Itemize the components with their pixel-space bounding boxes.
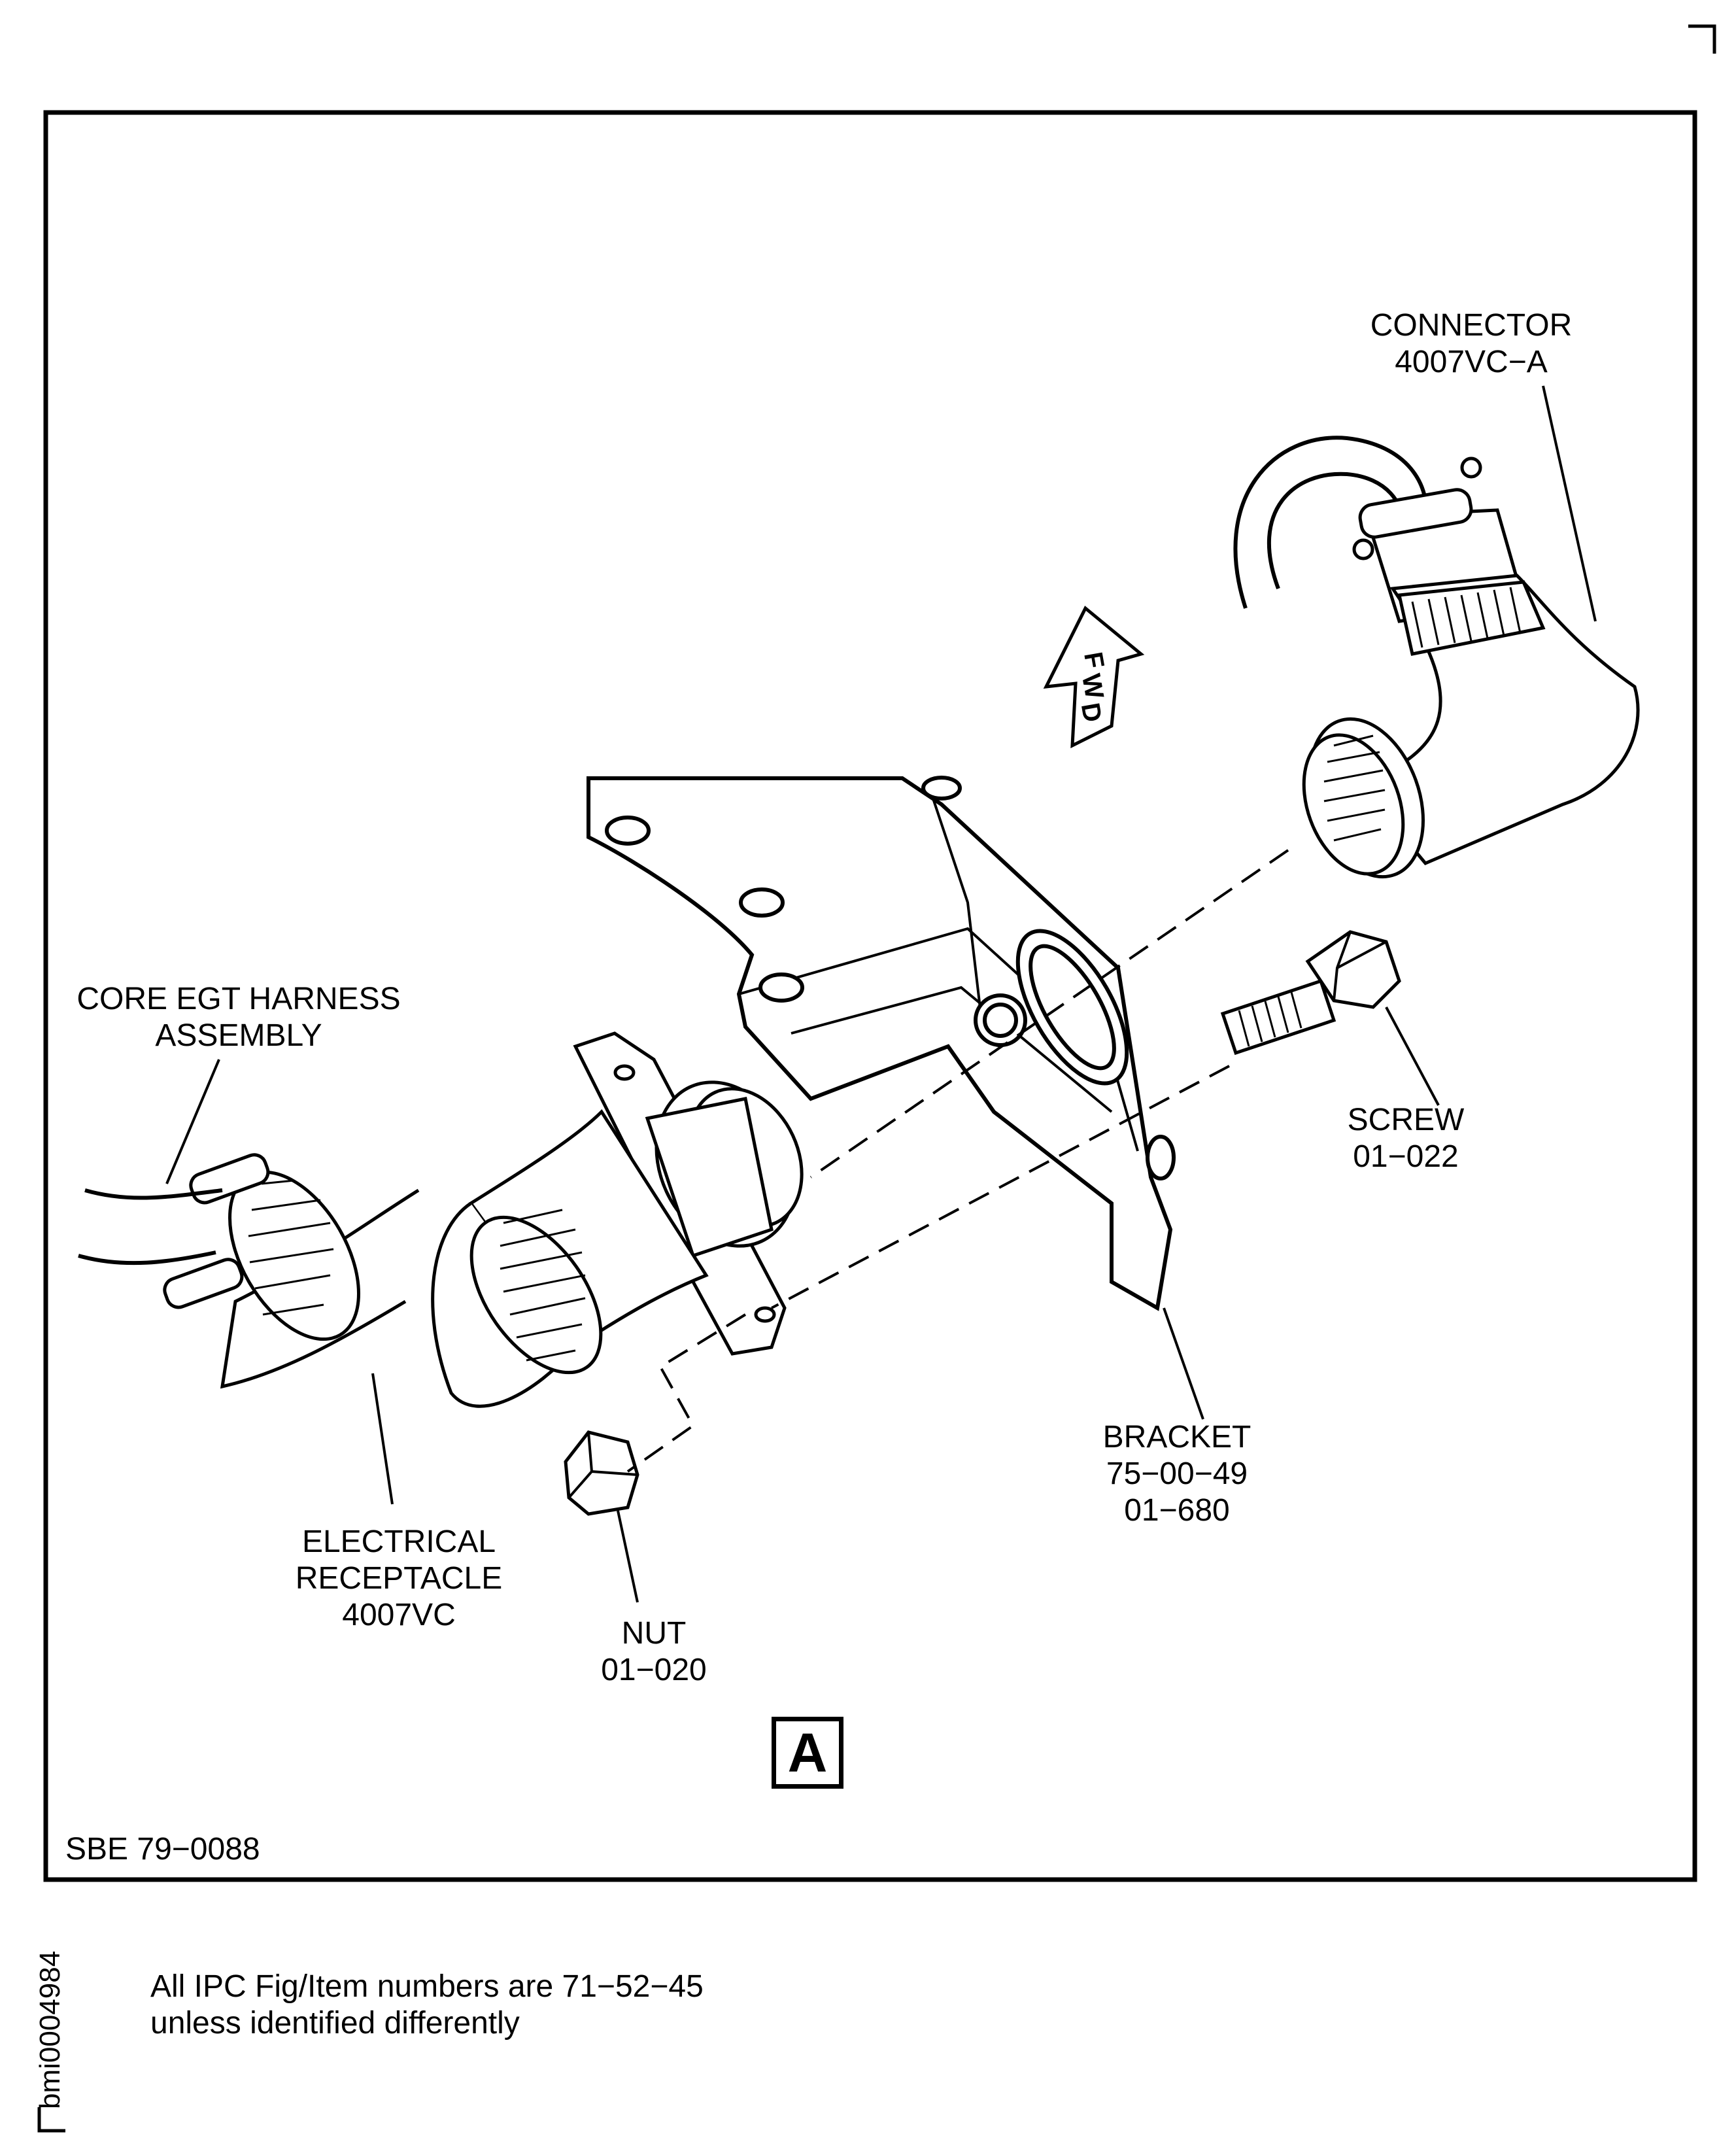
fwd-letter-w: W bbox=[1076, 672, 1109, 701]
nut-label-name: NUT bbox=[621, 1616, 687, 1651]
bracket-label-fig: 75−00−49 bbox=[1106, 1456, 1248, 1491]
view-letter-box: A bbox=[772, 1717, 843, 1789]
bracket-label: BRACKET 75−00−49 01−680 bbox=[1085, 1419, 1268, 1529]
alignment-lines bbox=[626, 849, 1289, 1473]
receptacle-label-part: 4007VC bbox=[342, 1598, 456, 1632]
screw-label-part: 01−022 bbox=[1353, 1139, 1459, 1174]
receptacle-drawing bbox=[78, 1031, 804, 1408]
leader-lines bbox=[165, 385, 1597, 1603]
nut-drawing bbox=[564, 1430, 639, 1516]
footnote: All IPC Fig/Item numbers are 71−52−45 un… bbox=[150, 1969, 704, 2042]
sbe-reference: SBE 79−0088 bbox=[65, 1832, 260, 1867]
side-reference-code: bmi0004984 bbox=[34, 1950, 66, 2109]
receptacle-label: ELECTRICAL RECEPTACLE 4007VC bbox=[275, 1524, 523, 1634]
receptacle-label-line1: ELECTRICAL bbox=[301, 1524, 496, 1559]
connector-drawing bbox=[1233, 436, 1640, 879]
view-letter: A bbox=[787, 1721, 828, 1783]
connector-label-part: 4007VC−A bbox=[1395, 345, 1548, 379]
bracket-label-name: BRACKET bbox=[1102, 1420, 1251, 1454]
harness-label-line1: CORE EGT HARNESS bbox=[77, 982, 401, 1016]
connector-label-name: CONNECTOR bbox=[1370, 308, 1573, 343]
screw-drawing bbox=[1220, 930, 1401, 1056]
harness-label-line2: ASSEMBLY bbox=[155, 1018, 322, 1053]
harness-label: CORE EGT HARNESS ASSEMBLY bbox=[59, 981, 418, 1054]
nut-label: NUT 01−020 bbox=[582, 1615, 726, 1689]
receptacle-label-line2: RECEPTACLE bbox=[295, 1561, 503, 1596]
screw-label-name: SCREW bbox=[1347, 1103, 1465, 1137]
connector-label: CONNECTOR 4007VC−A bbox=[1360, 307, 1582, 381]
figure-frame bbox=[43, 110, 1697, 1882]
fwd-arrow bbox=[1043, 606, 1145, 749]
corner-mark-bottom-left bbox=[37, 2107, 65, 2133]
footnote-line1: All IPC Fig/Item numbers are 71−52−45 bbox=[150, 1969, 704, 2004]
bracket-drawing bbox=[587, 776, 1176, 1311]
bracket-label-item: 01−680 bbox=[1124, 1493, 1230, 1528]
corner-mark-top-right bbox=[1688, 24, 1716, 54]
nut-label-part: 01−020 bbox=[601, 1653, 707, 1687]
screw-label: SCREW 01−022 bbox=[1327, 1102, 1484, 1175]
footnote-line2: unless identified differently bbox=[150, 2006, 520, 2040]
